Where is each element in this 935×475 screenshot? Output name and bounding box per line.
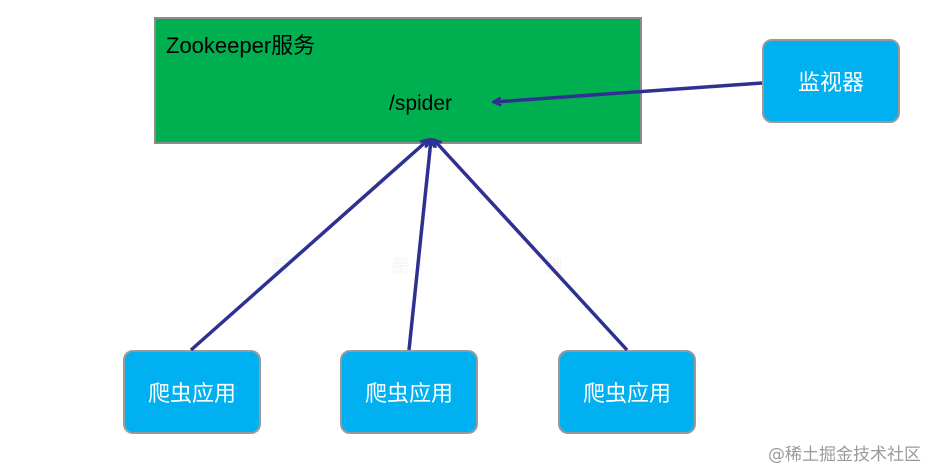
spider-znode-path: /spider <box>389 92 453 115</box>
monitor-label: 监视器 <box>797 71 864 96</box>
zookeeper-service-title: Zookeeper服务 <box>166 33 316 58</box>
spider-app-node-1: 爬虫应用 <box>123 350 261 434</box>
spider-app-node-2: 爬虫应用 <box>340 350 478 434</box>
spider-app-node-3: 爬虫应用 <box>558 350 696 434</box>
arrow-spider1-to-spider-node <box>189 140 428 352</box>
monitor-node: 监视器 <box>762 39 900 123</box>
spider-app-label-3: 爬虫应用 <box>582 382 671 407</box>
faint-register-label-3: 册 <box>545 256 563 277</box>
arrow-spider2-to-spider-node <box>407 140 431 351</box>
faint-register-label-1: 册 <box>272 256 290 277</box>
faint-register-label-2: 册 <box>392 256 410 277</box>
arrow-monitor-to-spider-node <box>494 81 763 102</box>
spider-app-label-1: 爬虫应用 <box>147 382 236 407</box>
watermark: @稀土掘金技术社区 <box>768 445 921 465</box>
arrow-spider3-to-spider-node <box>434 140 629 352</box>
spider-app-label-2: 爬虫应用 <box>364 382 453 407</box>
zookeeper-service-box <box>154 17 642 144</box>
